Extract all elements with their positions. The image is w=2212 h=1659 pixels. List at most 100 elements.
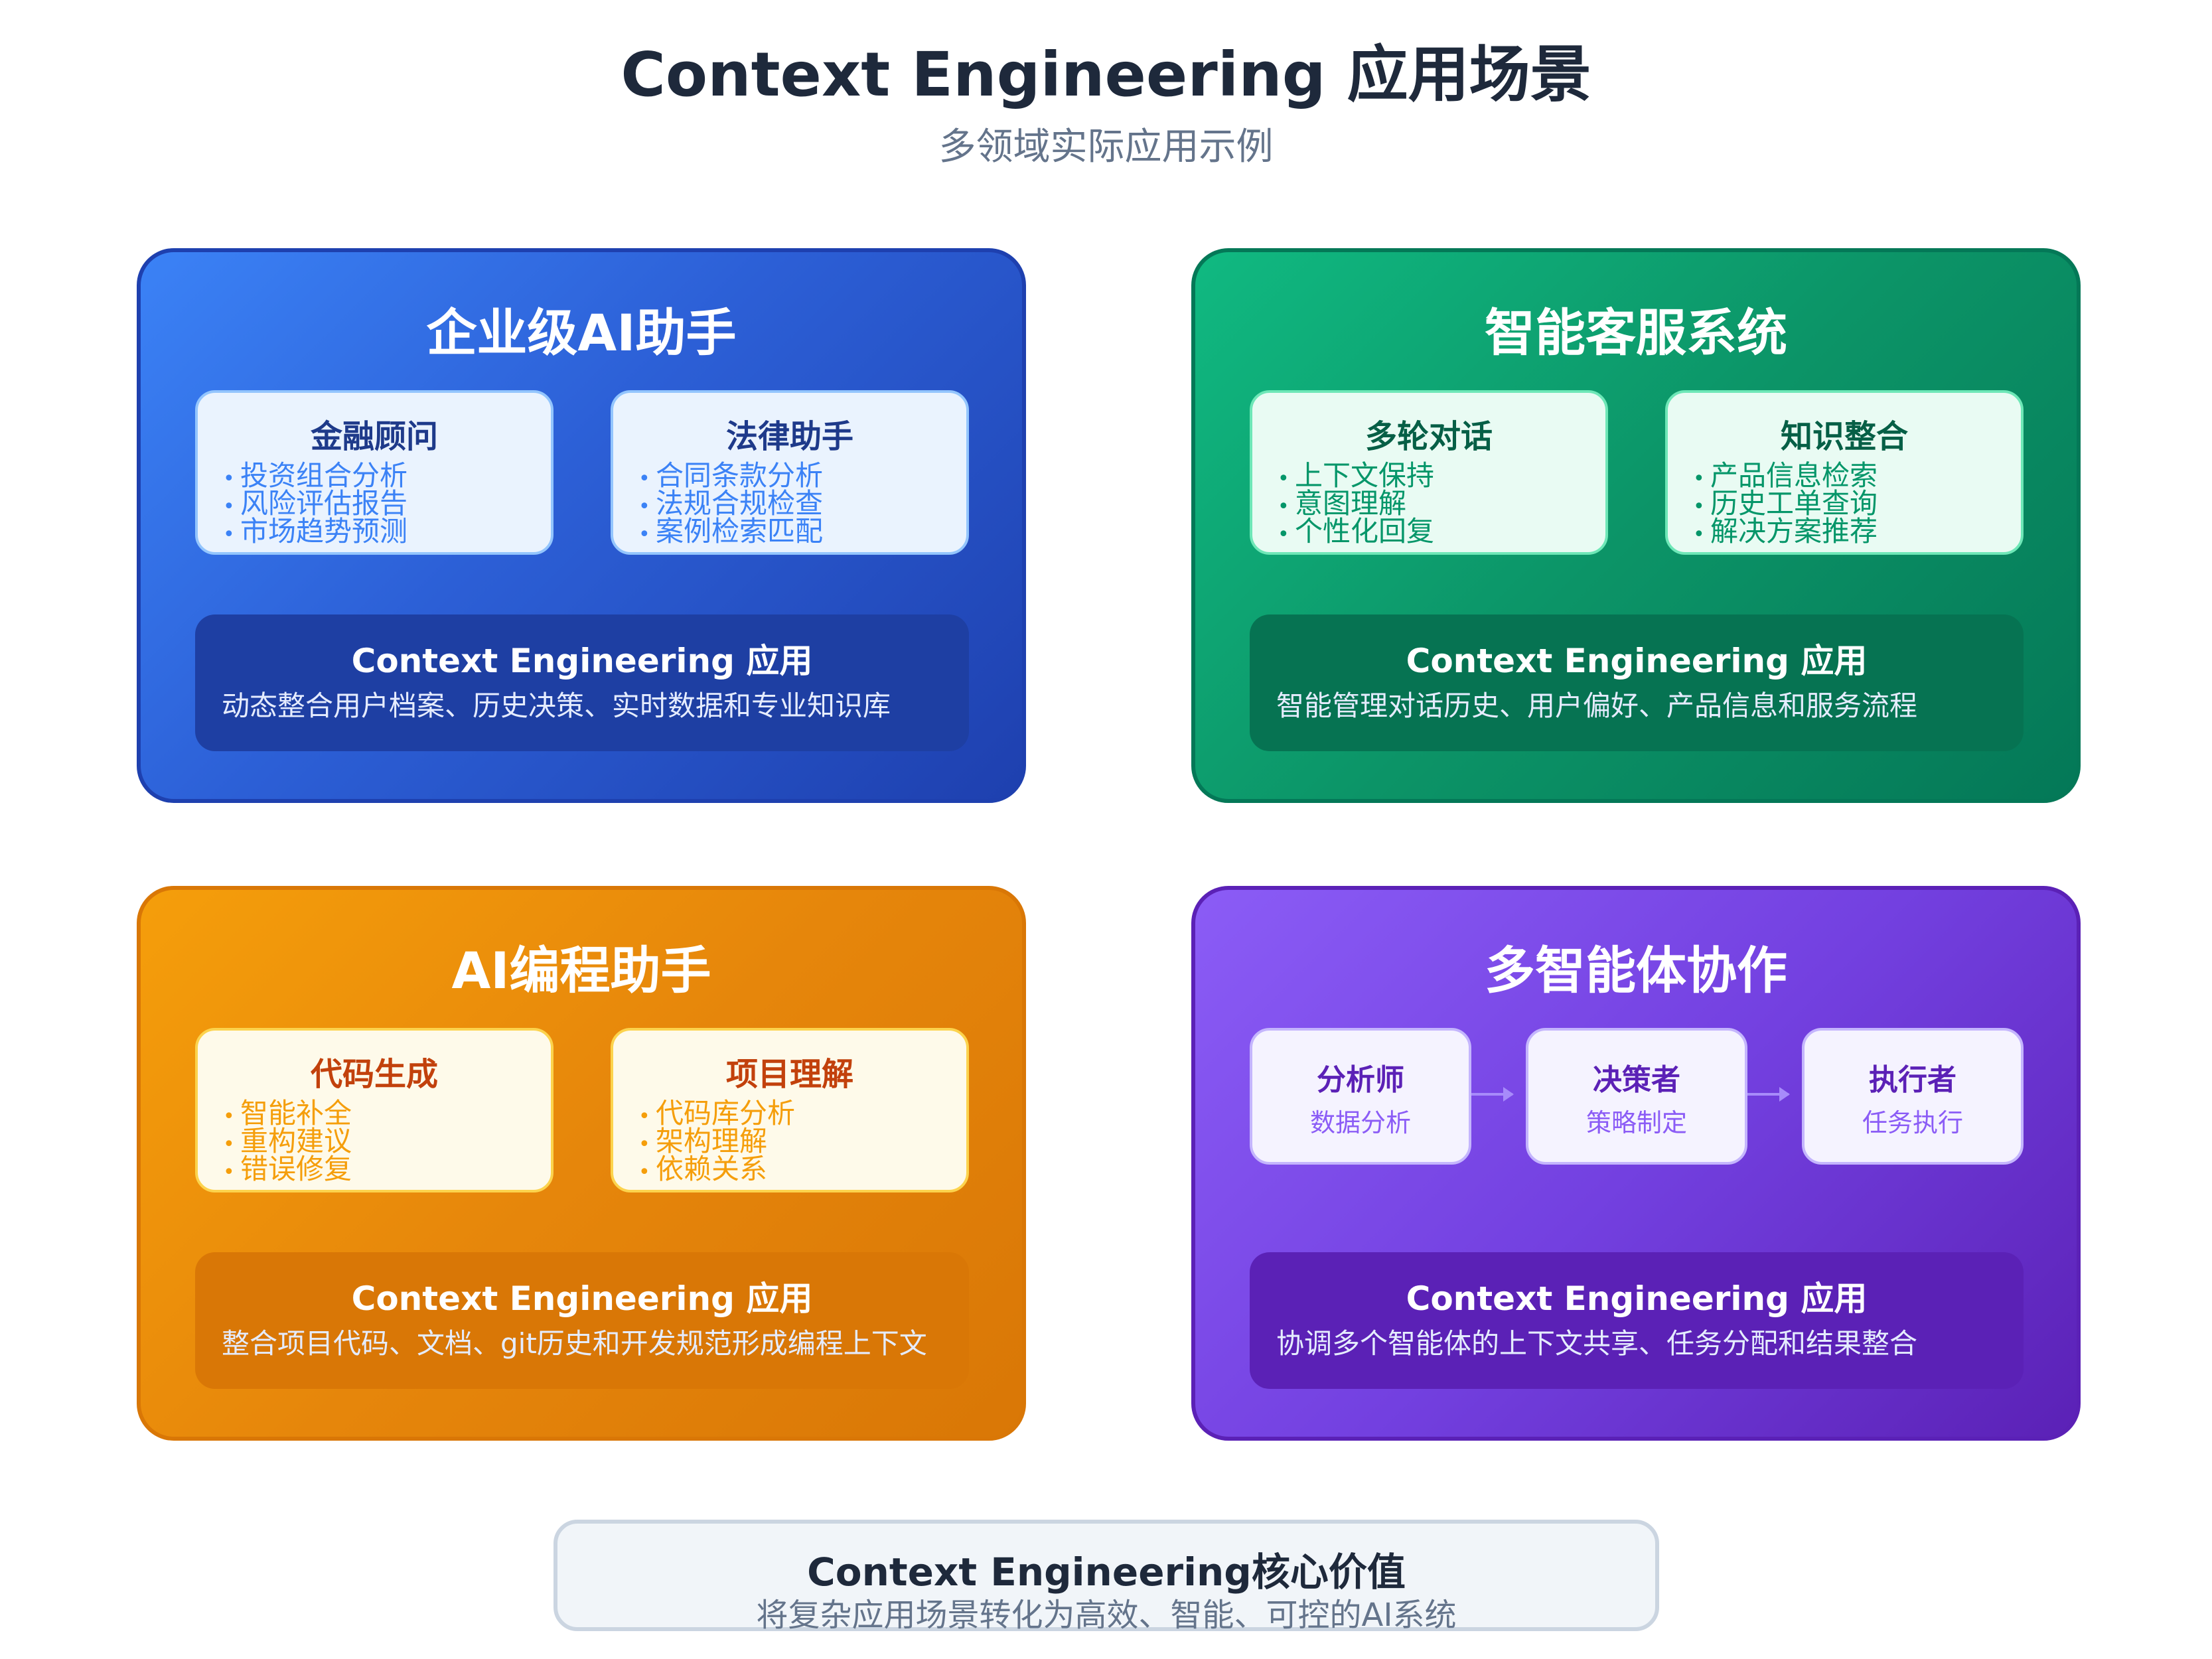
feature-list: •智能补全 •重构建议 •错误修复 [223, 1100, 352, 1185]
card-customer-service-system: 智能客服系统 多轮对话 •上下文保持 •意图理解 •个性化回复 知识整合 •产品… [1191, 248, 2081, 803]
list-item-text: 架构理解 [656, 1125, 768, 1157]
list-item-text: 法规合规检查 [656, 487, 824, 520]
core-value-banner: Context Engineering核心价值 将复杂应用场景转化为高效、智能、… [553, 1520, 1659, 1634]
bullet-icon: • [1693, 495, 1705, 518]
subcard-legal-assistant: 法律助手 • 合同条款分析 • 法规合规检查 • 案例检索匹配 [611, 390, 969, 555]
bullet-icon: • [638, 1161, 650, 1184]
list-item: •意图理解 [1278, 487, 1434, 520]
agent-subtitle: 策略制定 [1585, 1108, 1687, 1137]
subcard-multi-turn-dialog: 多轮对话 •上下文保持 •意图理解 •个性化回复 [1250, 390, 1608, 555]
feature-list: •投资组合分析 •风险评估报告 •市场趋势预测 [223, 459, 408, 547]
bullet-icon: • [1278, 495, 1290, 518]
bullet-icon: • [1278, 523, 1290, 546]
list-item-text: 意图理解 [1295, 487, 1407, 520]
list-item: •上下文保持 [1278, 459, 1435, 492]
card-title: 企业级AI助手 [426, 303, 737, 362]
list-item-text: 案例检索匹配 [656, 515, 824, 547]
application-title: Context Engineering 应用 [1406, 1279, 1868, 1318]
application-title: Context Engineering 应用 [351, 1279, 813, 1318]
subcard-title: 代码生成 [310, 1056, 438, 1093]
list-item-text: 个性化回复 [1295, 515, 1435, 547]
card-ai-coding-assistant: AI编程助手 代码生成 •智能补全 •重构建议 •错误修复 项目理解 •代码库分… [137, 886, 1026, 1441]
list-item-text: 代码库分析 [656, 1097, 796, 1129]
list-item: • 架构理解 [638, 1125, 795, 1157]
application-box: Context Engineering 应用 动态整合用户档案、历史决策、实时数… [195, 614, 969, 751]
bullet-icon: • [223, 1105, 235, 1128]
bullet-icon: • [223, 1133, 235, 1156]
agent-title: 执行者 [1869, 1063, 1956, 1097]
core-value-description: 将复杂应用场景转化为高效、智能、可控的AI系统 [756, 1597, 1457, 1634]
list-item-text: 依赖关系 [656, 1153, 768, 1185]
application-description: 动态整合用户档案、历史决策、实时数据和专业知识库 [222, 689, 891, 722]
page-title: Context Engineering 应用场景 [621, 39, 1591, 110]
subcard-title: 项目理解 [725, 1056, 853, 1093]
agent-analyst: 分析师 数据分析 [1250, 1028, 1471, 1165]
list-item: •历史工单查询 [1693, 487, 1878, 520]
list-item-text: 重构建议 [240, 1125, 352, 1157]
list-item: • 案例检索匹配 [638, 515, 824, 547]
list-item: •产品信息检索 [1693, 459, 1878, 492]
agent-decision-maker: 决策者 策略制定 [1526, 1028, 1747, 1165]
subcard-project-understanding: 项目理解 • 代码库分析 • 架构理解 • 依赖关系 [611, 1028, 969, 1192]
application-title: Context Engineering 应用 [351, 642, 813, 680]
feature-list: •上下文保持 •意图理解 •个性化回复 [1278, 459, 1435, 547]
list-item: •解决方案推荐 [1693, 515, 1878, 547]
list-item-text: 市场趋势预测 [240, 515, 408, 547]
list-item: •错误修复 [223, 1153, 352, 1185]
application-box: Context Engineering 应用 智能管理对话历史、用户偏好、产品信… [1250, 614, 2024, 751]
list-item: •市场趋势预测 [223, 515, 408, 547]
list-item-text: 上下文保持 [1295, 459, 1435, 492]
list-item: •智能补全 [223, 1100, 352, 1129]
agent-subtitle: 任务执行 [1862, 1108, 1963, 1137]
bullet-icon: • [223, 495, 235, 518]
list-item: •个性化回复 [1278, 515, 1435, 547]
subcard-title: 知识整合 [1780, 418, 1908, 455]
subcard-knowledge-integration: 知识整合 •产品信息检索 •历史工单查询 •解决方案推荐 [1665, 390, 2024, 555]
card-enterprise-ai-assistant: 企业级AI助手 金融顾问 •投资组合分析 •风险评估报告 •市场趋势预测 法律助… [137, 248, 1026, 803]
core-value-title: Context Engineering核心价值 [807, 1550, 1406, 1595]
subcard-code-generation: 代码生成 •智能补全 •重构建议 •错误修复 [195, 1028, 553, 1192]
application-description: 智能管理对话历史、用户偏好、产品信息和服务流程 [1276, 689, 1918, 722]
bullet-icon: • [1693, 467, 1705, 490]
arrow-right-icon [1747, 1087, 1790, 1102]
list-item-text: 产品信息检索 [1710, 459, 1878, 492]
list-item: • 依赖关系 [638, 1153, 795, 1185]
application-title: Context Engineering 应用 [1406, 642, 1868, 680]
list-item: •风险评估报告 [223, 490, 407, 519]
bullet-icon: • [638, 523, 650, 546]
bullet-icon: • [638, 1133, 650, 1156]
list-item: • 合同条款分析 [638, 459, 824, 492]
bullet-icon: • [1278, 467, 1290, 490]
list-item-text: 历史工单查询 [1710, 487, 1878, 520]
application-box: Context Engineering 应用 协调多个智能体的上下文共享、任务分… [1250, 1252, 2024, 1389]
list-item: • 代码库分析 [638, 1097, 796, 1129]
subcard-title: 金融顾问 [310, 418, 438, 455]
application-box: Context Engineering 应用 整合项目代码、文档、git历史和开… [195, 1252, 969, 1389]
bullet-icon: • [1693, 523, 1705, 546]
subcard-title: 多轮对话 [1364, 418, 1493, 455]
card-title: AI编程助手 [451, 941, 711, 1000]
list-item-text: 解决方案推荐 [1710, 515, 1878, 547]
list-item-text: 错误修复 [240, 1153, 352, 1185]
list-item-text: 投资组合分析 [240, 459, 408, 492]
subcard-title: 法律助手 [725, 418, 853, 455]
list-item: •重构建议 [223, 1125, 352, 1157]
list-item-text: 合同条款分析 [656, 459, 824, 492]
bullet-icon: • [638, 495, 650, 518]
agent-subtitle: 数据分析 [1309, 1108, 1411, 1137]
bullet-icon: • [223, 523, 235, 546]
bullet-icon: • [223, 467, 235, 490]
bullet-icon: • [223, 1161, 235, 1184]
agent-title: 分析师 [1317, 1063, 1404, 1097]
feature-list: • 合同条款分析 • 法规合规检查 • 案例检索匹配 [638, 459, 824, 547]
agent-title: 决策者 [1593, 1063, 1680, 1097]
feature-list: •产品信息检索 •历史工单查询 •解决方案推荐 [1693, 459, 1878, 547]
page-subtitle: 多领域实际应用示例 [938, 125, 1274, 169]
card-multi-agent-collaboration: 多智能体协作 分析师 数据分析 决策者 策略制定 执行者 任务执行 Contex… [1191, 886, 2081, 1441]
application-description: 协调多个智能体的上下文共享、任务分配和结果整合 [1276, 1327, 1918, 1360]
list-item: • 法规合规检查 [638, 487, 824, 520]
subcard-finance-advisor: 金融顾问 •投资组合分析 •风险评估报告 •市场趋势预测 [195, 390, 553, 555]
bullet-icon: • [638, 1105, 650, 1128]
bullet-icon: • [638, 467, 650, 490]
application-description: 整合项目代码、文档、git历史和开发规范形成编程上下文 [222, 1327, 927, 1360]
